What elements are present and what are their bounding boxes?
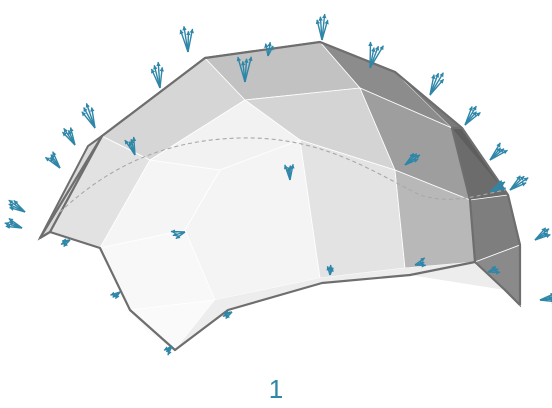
normal-arrow: [244, 56, 253, 83]
normal-arrow-cluster: [4, 217, 23, 229]
normal-arrow: [131, 136, 137, 156]
normal-arrow-cluster: [170, 229, 186, 240]
normal-arrow: [90, 107, 96, 129]
normal-arrow: [321, 19, 329, 41]
normal-arrow: [429, 78, 445, 96]
normal-arrow-cluster: [326, 264, 334, 276]
normal-arrow-cluster: [163, 345, 173, 356]
normal-arrow: [163, 345, 173, 351]
normal-arrow: [534, 233, 551, 241]
normal-arrow: [289, 163, 295, 181]
normal-arrow: [329, 267, 334, 276]
normal-arrow-cluster: [81, 102, 96, 129]
normal-arrow-cluster: [404, 152, 421, 166]
normal-arrow-cluster: [60, 238, 71, 247]
normal-arrow-cluster: [124, 136, 137, 156]
normal-arrow: [170, 229, 186, 234]
normal-arrow-cluster: [368, 41, 385, 69]
normal-arrow: [110, 291, 121, 296]
normal-arrow: [187, 28, 194, 53]
normal-arrow-cluster: [487, 265, 501, 275]
normal-arrow: [264, 43, 269, 57]
normal-arrow: [489, 186, 507, 193]
normal-arrow: [404, 158, 419, 166]
normal-arrow: [8, 217, 23, 229]
normal-arrow: [159, 66, 165, 89]
normal-arrow: [182, 25, 189, 53]
normal-arrow-cluster: [264, 41, 274, 57]
normal-arrow-cluster: [179, 25, 194, 53]
normal-arrow-cluster: [236, 56, 253, 83]
normal-arrow-cluster: [429, 72, 445, 96]
normal-arrow: [368, 41, 373, 69]
normal-arrow-cluster: [534, 227, 551, 241]
normal-arrow-cluster: [222, 310, 233, 319]
normal-arrow-cluster: [61, 127, 76, 146]
normal-arrow: [267, 41, 272, 57]
normal-arrow: [429, 72, 445, 96]
normal-arrow-cluster: [464, 105, 481, 126]
normal-arrow: [85, 102, 96, 129]
normal-arrow: [13, 200, 26, 213]
dashed-seam-line: [59, 137, 506, 213]
normal-arrow: [61, 238, 71, 243]
normal-arrow: [489, 149, 508, 161]
normal-arrow-cluster: [539, 293, 552, 304]
normal-arrow-cluster: [8, 199, 26, 213]
normal-arrow-cluster: [509, 175, 529, 191]
normal-arrow: [69, 127, 76, 146]
normal-arrow: [236, 56, 246, 83]
normal-arrow: [539, 299, 552, 304]
normal-arrow-cluster: [489, 142, 508, 161]
normal-arrow: [156, 61, 161, 89]
normal-arrow-cluster: [44, 151, 61, 169]
figure-label: 1: [268, 374, 284, 404]
normal-vector-arrows: [4, 13, 552, 356]
normal-arrow: [369, 45, 385, 69]
normal-arrow: [509, 182, 527, 191]
normal-arrow: [321, 13, 327, 41]
normal-arrow-cluster: [315, 13, 329, 41]
normal-arrow: [464, 111, 481, 126]
shell-outline: [39, 40, 522, 352]
normal-arrow: [223, 310, 233, 315]
normal-arrow: [52, 151, 61, 169]
normal-arrow-cluster: [489, 180, 507, 193]
normal-arrow-cluster: [150, 61, 165, 89]
normal-arrow-cluster: [414, 257, 427, 268]
normal-arrow-cluster: [110, 291, 121, 299]
normal-arrow: [267, 45, 274, 57]
shell-faces-lower: [99, 139, 521, 351]
normal-arrow-cluster: [283, 163, 295, 181]
